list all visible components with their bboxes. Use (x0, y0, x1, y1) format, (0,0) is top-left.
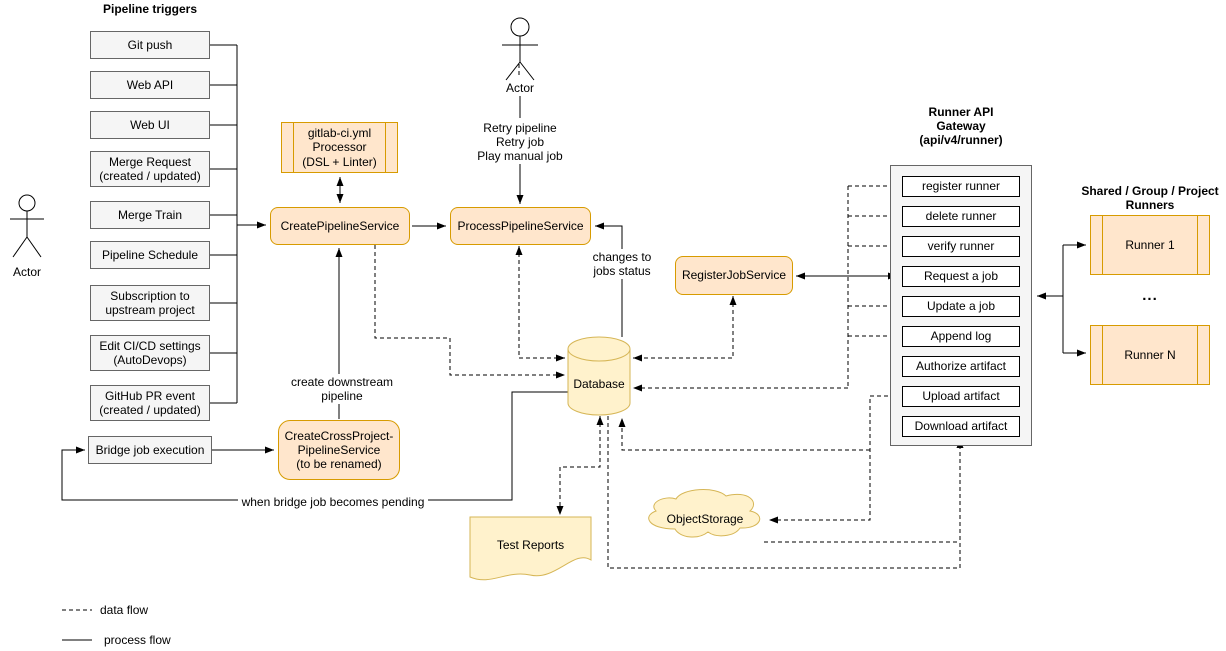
component-bar-icon (1197, 216, 1198, 274)
component-bar-icon (1197, 326, 1198, 384)
component-bar-icon (1102, 216, 1103, 274)
trigger-pipeline-schedule: Pipeline Schedule (90, 241, 210, 269)
actor-left-figure (10, 194, 44, 258)
db-to-testreports-line (556, 416, 604, 515)
database-cylinder (567, 336, 631, 416)
upload-to-objectstorage-line (769, 395, 902, 524)
changes-annotation: changes to jobs status (589, 249, 655, 279)
runner-n: Runner N (1090, 325, 1210, 385)
trigger-merge-request: Merge Request (created / updated) (90, 151, 210, 187)
process-pipeline-service: ProcessPipelineService (450, 207, 591, 245)
endpoint-register-runner: register runner (902, 176, 1020, 197)
bridge-pending-annotation: when bridge job becomes pending (238, 495, 428, 510)
pipeline-triggers-title: Pipeline triggers (102, 1, 198, 16)
create-pipeline-service: CreatePipelineService (270, 207, 410, 245)
component-bar-icon (385, 123, 386, 172)
test-reports-label: Test Reports (496, 537, 565, 552)
gitlab-ci-yml-processor: gitlab-ci.yml Processor (DSL + Linter) (281, 122, 398, 173)
test-reports-document (469, 516, 592, 581)
runner-1: Runner 1 (1090, 215, 1210, 275)
trigger-edit-cicd: Edit CI/CD settings (AutoDevops) (90, 335, 210, 371)
trigger-git-push: Git push (90, 31, 210, 59)
actor-top-figure (502, 17, 538, 81)
process-to-db-line (515, 246, 565, 362)
endpoint-verify-runner: verify runner (902, 236, 1020, 257)
trigger-web-api: Web API (90, 71, 210, 99)
create-cross-project-pipeline-service: CreateCrossProject- PipelineService (to … (278, 420, 400, 480)
object-storage-cloud (648, 489, 761, 538)
component-bar-icon (293, 123, 294, 172)
database-label: Database (573, 376, 625, 391)
runner-api-gateway-title: Runner API Gateway (api/v4/runner) (919, 104, 1003, 148)
endpoint-authorize-artifact: Authorize artifact (902, 356, 1020, 377)
endpoint-delete-runner: delete runner (902, 206, 1020, 227)
create-downstream-annotation: create downstream pipeline (287, 374, 397, 404)
legend-data-flow-label: data flow (100, 602, 149, 617)
processor-label: gitlab-ci.yml Processor (DSL + Linter) (302, 126, 377, 169)
create-to-db-line (374, 245, 565, 379)
legend-process-flow-label: process flow (104, 632, 171, 647)
endpoint-append-log: Append log (902, 326, 1020, 347)
data-flow-lines (62, 64, 964, 611)
trigger-web-ui: Web UI (90, 111, 210, 139)
component-bar-icon (1102, 326, 1103, 384)
register-job-service: RegisterJobService (675, 256, 793, 295)
trigger-bridge-job: Bridge job execution (88, 436, 212, 464)
endpoint-update-job: Update a job (902, 296, 1020, 317)
trigger-merge-train: Merge Train (90, 201, 210, 229)
runners-title: Shared / Group / Project Runners (1081, 183, 1219, 212)
runner-n-label: Runner N (1124, 347, 1176, 362)
runners-ellipsis: ... (1142, 287, 1158, 305)
trigger-github-pr: GitHub PR event (created / updated) (90, 385, 210, 421)
actor-left-label: Actor (12, 264, 41, 279)
db-to-download-line (607, 416, 964, 569)
runner-1-label: Runner 1 (1125, 237, 1175, 252)
changes-to-jobs-status-line (595, 222, 623, 337)
actor-top-label: Actor (505, 80, 534, 95)
endpoint-request-job: Request a job (902, 266, 1020, 287)
trigger-subscription: Subscription to upstream project (90, 285, 210, 321)
object-storage-label: ObjectStorage (666, 511, 744, 526)
retry-annotation: Retry pipeline Retry job Play manual job (455, 120, 585, 164)
registerjob-to-db-line (633, 296, 737, 362)
endpoint-download-artifact: Download artifact (902, 416, 1020, 437)
upload-to-db-line (618, 418, 870, 451)
endpoint-upload-artifact: Upload artifact (902, 386, 1020, 407)
